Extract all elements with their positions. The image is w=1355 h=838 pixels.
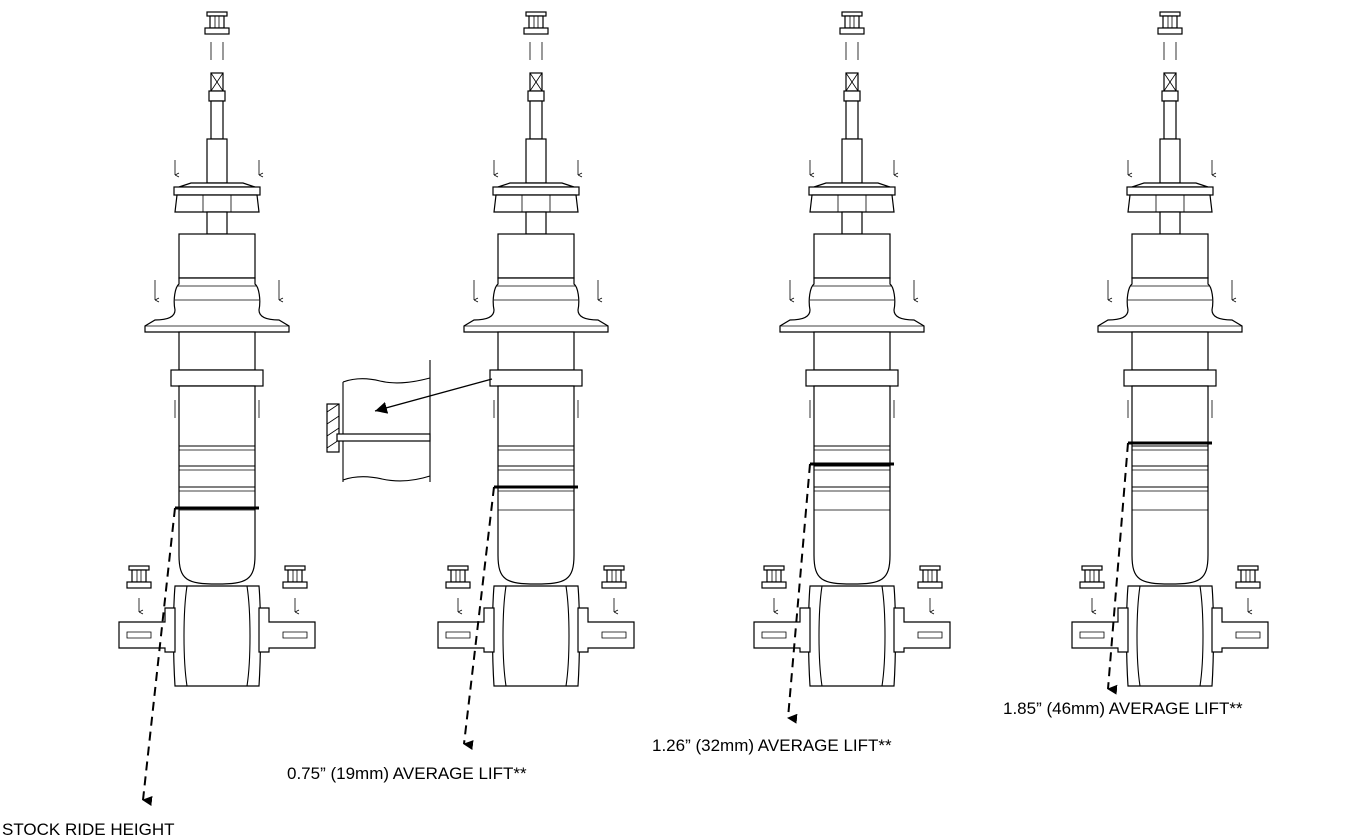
side-bolt-icon (126, 565, 152, 589)
side-bolt-icon (601, 565, 627, 589)
strut-assembly-4 (1071, 11, 1269, 687)
strut-assembly-3 (753, 11, 951, 687)
detail-leader-arrow (374, 378, 493, 414)
top-nut-icon (1157, 11, 1183, 35)
spring-seat-detail-inset (326, 360, 493, 482)
lift-1-85-label: 1.85” (46mm) AVERAGE LIFT** (1003, 699, 1243, 718)
leader-arrow-4 (1107, 442, 1129, 695)
side-bolt-icon (761, 565, 787, 589)
strut-assembly-1 (118, 11, 316, 687)
strut-assembly-2 (437, 11, 635, 687)
side-bolt-icon (1235, 565, 1261, 589)
lift-0-75-label: 0.75” (19mm) AVERAGE LIFT** (287, 764, 527, 783)
leader-arrow-3 (787, 463, 811, 724)
side-bolt-icon (917, 565, 943, 589)
top-nut-icon (204, 11, 230, 35)
leader-arrow-1 (142, 507, 176, 806)
lift-1-26-label: 1.26” (32mm) AVERAGE LIFT** (652, 736, 892, 755)
leader-arrow-2 (463, 486, 495, 751)
top-nut-icon (523, 11, 549, 35)
side-bolt-icon (282, 565, 308, 589)
side-bolt-icon (445, 565, 471, 589)
side-bolt-icon (1079, 565, 1105, 589)
stock-ride-height-label: STOCK RIDE HEIGHT (2, 820, 175, 838)
top-nut-icon (839, 11, 865, 35)
